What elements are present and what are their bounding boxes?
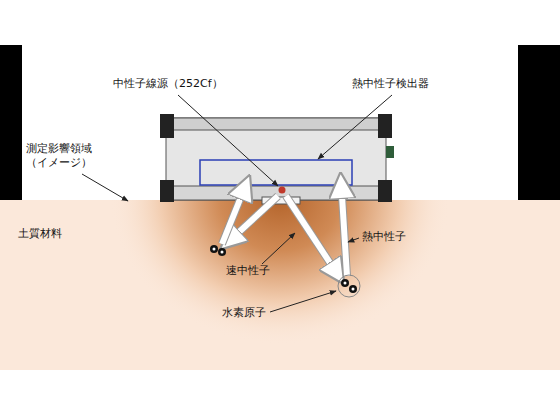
wall bbox=[518, 45, 560, 200]
hydrogen-atom bbox=[338, 275, 360, 297]
gauge-device bbox=[160, 114, 394, 204]
label: 中性子線源（252Cf） bbox=[113, 77, 223, 91]
wall bbox=[0, 45, 22, 200]
neutron-source bbox=[279, 187, 286, 194]
hydrogen-atom bbox=[210, 245, 226, 256]
influence-zone bbox=[0, 200, 560, 370]
label: 土質材料 bbox=[18, 227, 62, 241]
label: 速中性子 bbox=[226, 264, 270, 278]
label: 熱中性子検出器 bbox=[352, 77, 429, 91]
label: 熱中性子 bbox=[362, 230, 406, 244]
thermal-neutron-detector bbox=[200, 160, 352, 185]
neutron-paths bbox=[222, 180, 347, 278]
label: 測定影響領域 （イメージ） bbox=[26, 142, 102, 170]
label: 水素原子 bbox=[222, 306, 266, 320]
leader-lines bbox=[82, 95, 392, 312]
soil bbox=[0, 200, 560, 370]
